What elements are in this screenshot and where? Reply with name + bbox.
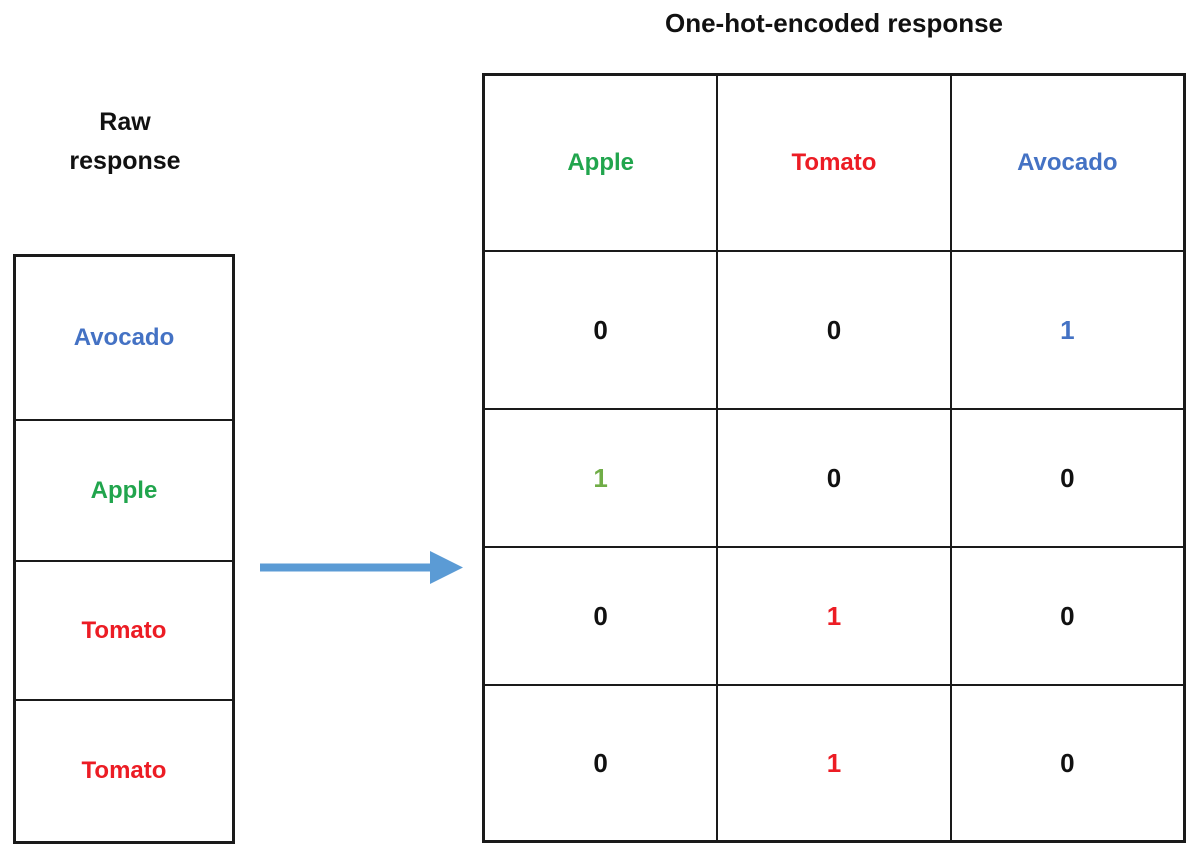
transform-arrow-icon xyxy=(260,551,463,584)
encoded-table-title: One-hot-encoded response xyxy=(664,8,1004,38)
enc-cell-r4c1: 0 xyxy=(484,685,718,841)
enc-cell-r3c2: 1 xyxy=(717,547,951,685)
enc-cell-r2c1: 1 xyxy=(484,409,718,547)
enc-cell-r2c2: 0 xyxy=(717,409,951,547)
enc-cell-r1c1: 0 xyxy=(484,251,718,409)
raw-cell-tomato-2: Tomato xyxy=(15,700,233,842)
enc-cell-r3c3: 0 xyxy=(950,547,1184,685)
enc-header-apple: Apple xyxy=(484,75,718,251)
enc-cell-r4c2: 1 xyxy=(717,685,951,841)
enc-cell-r4c3: 0 xyxy=(950,685,1184,841)
arrow-head xyxy=(430,551,463,584)
raw-label-line1: Raw xyxy=(99,108,151,136)
raw-cell-tomato-1: Tomato xyxy=(15,561,233,700)
raw-cell-apple: Apple xyxy=(15,420,233,561)
enc-header-avocado: Avocado xyxy=(950,75,1184,251)
raw-cell-avocado: Avocado xyxy=(15,256,233,420)
raw-response-label: Raw response xyxy=(0,103,250,181)
enc-header-tomato: Tomato xyxy=(717,75,951,251)
one-hot-table: Apple Tomato Avocado 0 0 1 1 0 0 0 1 0 0… xyxy=(482,73,1186,843)
enc-cell-r2c3: 0 xyxy=(950,409,1184,547)
raw-label-line2: response xyxy=(69,147,181,175)
enc-cell-r1c3: 1 xyxy=(950,251,1184,409)
arrow-shaft xyxy=(260,563,432,572)
enc-cell-r1c2: 0 xyxy=(717,251,951,409)
enc-cell-r3c1: 0 xyxy=(484,547,718,685)
raw-response-table: Avocado Apple Tomato Tomato xyxy=(13,254,235,844)
